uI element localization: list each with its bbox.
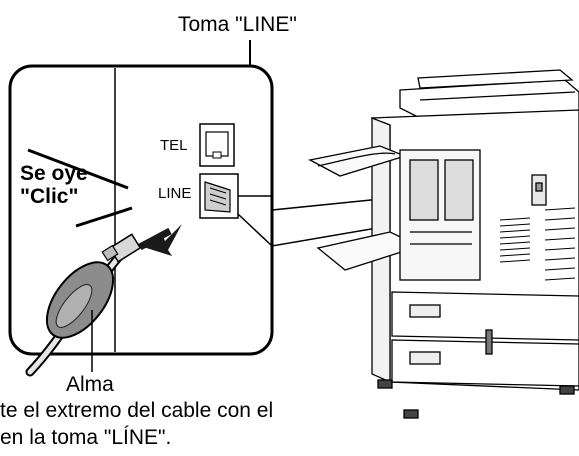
click-sound-label-line2: "Clic" xyxy=(20,185,79,208)
instruction-line2: en la toma "LÍNE". xyxy=(0,426,172,449)
line-jack-callout: Toma "LINE" xyxy=(178,13,297,36)
click-sound-label-line1: Se oye xyxy=(20,162,88,185)
tel-jack-label: TEL xyxy=(160,137,188,154)
printer-machine xyxy=(308,69,579,419)
tel-jack xyxy=(199,123,235,167)
click-mark-upper xyxy=(27,148,129,190)
line-jack xyxy=(199,173,239,219)
line-jack-label: LINE xyxy=(158,185,192,202)
insert-arrow-icon xyxy=(138,224,182,256)
instruction-line1: te el extremo del cable con el xyxy=(0,399,274,422)
click-mark-lower xyxy=(75,206,133,228)
cable-with-core xyxy=(25,233,142,377)
core-callout: Alma xyxy=(66,373,114,396)
